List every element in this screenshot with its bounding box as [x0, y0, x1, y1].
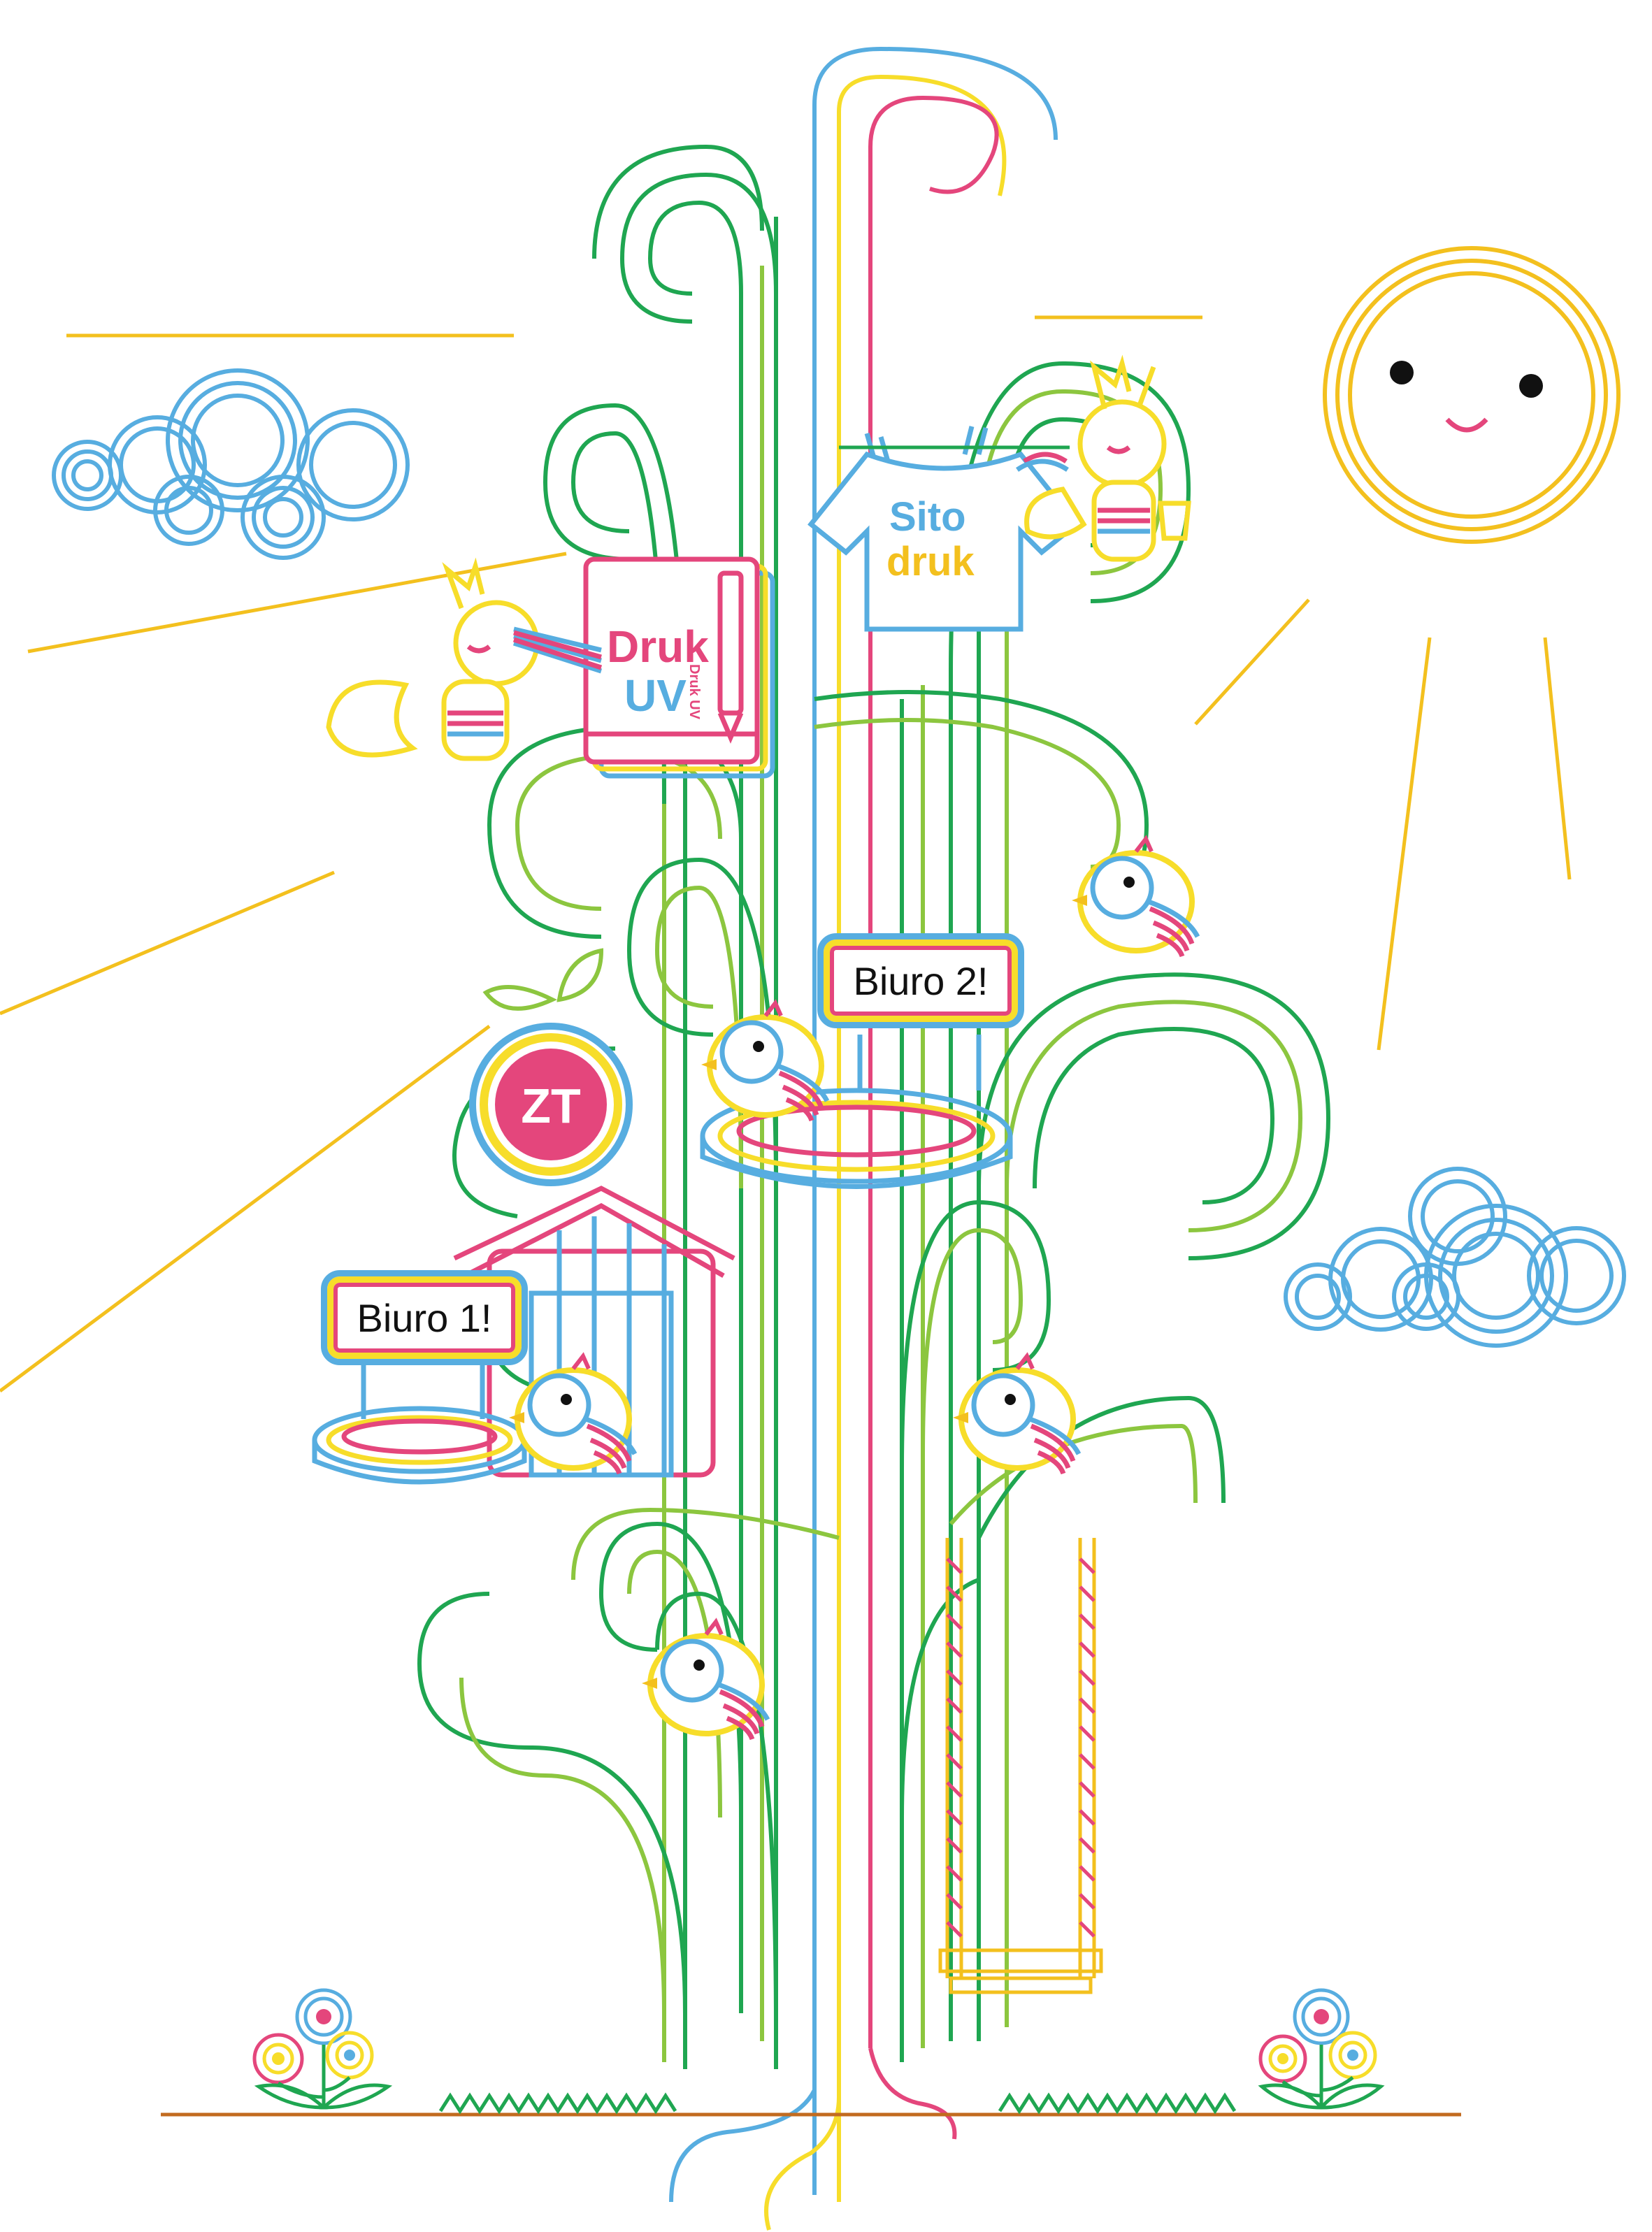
bird-bottom [642, 1622, 768, 1739]
cloud-left [52, 368, 410, 560]
bird-lower-right [953, 1356, 1079, 1474]
t-shirt [807, 426, 1080, 632]
squirrel-right [1016, 354, 1191, 562]
pool-two [700, 1035, 1013, 1189]
office-one-label: Biuro 1! [357, 1295, 492, 1340]
swing [938, 1538, 1103, 1994]
bird-pool-one [509, 1356, 635, 1474]
ground [161, 2092, 1461, 2117]
flower-right [1258, 1988, 1385, 2110]
shirt-text-line-one: Sito [889, 494, 966, 540]
book-title-line-one: Druk [607, 621, 709, 672]
bird-top-right [1072, 839, 1198, 956]
sun [1194, 246, 1621, 1051]
office-two-sign: Biuro 2! [817, 933, 1024, 1028]
dog-house [453, 1186, 735, 1478]
flower-left [252, 1988, 393, 2110]
pool-one [312, 1356, 527, 1485]
office-one-sign: Biuro 1! [321, 1270, 528, 1365]
shirt-text-line-two: druk [886, 539, 975, 584]
office-two-label: Biuro 2! [853, 958, 989, 1003]
book-title-line-two: UV [624, 670, 687, 721]
squirrel-left [326, 557, 603, 761]
cloud-right [1284, 1167, 1626, 1348]
uv-book [583, 556, 775, 779]
pen-label: Druk UV [687, 664, 702, 719]
zt-badge-graphic [469, 948, 633, 1186]
zt-badge-label: ZT [521, 1079, 581, 1133]
bird-pool-two [701, 1003, 827, 1121]
light-rays [0, 315, 1202, 1393]
